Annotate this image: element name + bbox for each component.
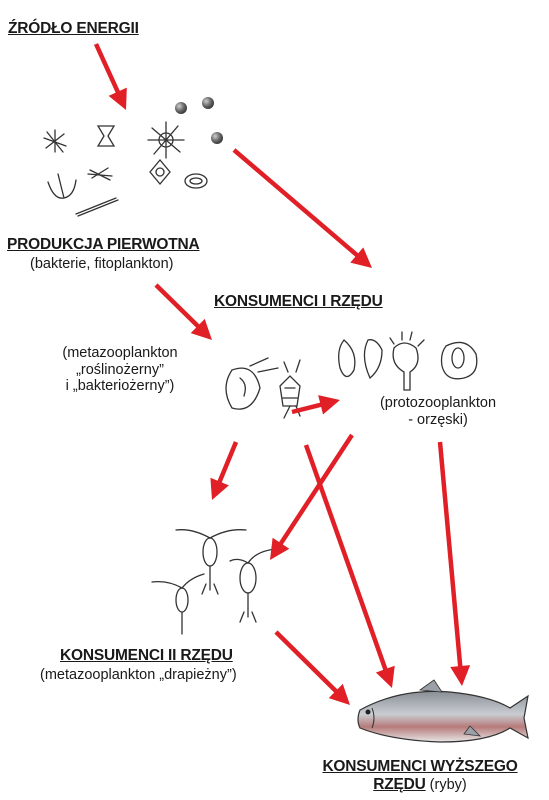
arrow-energy-to-production (96, 44, 127, 110)
arrow-production-to-consumers1 (234, 150, 372, 268)
consumers-2-subtitle: (metazooplankton „drapieżny”) (40, 667, 237, 684)
higher-consumers-suffix: (ryby) (426, 777, 467, 793)
consumers-2-title: KONSUMENCI II RZĘDU (60, 647, 233, 665)
copepods-illustration (152, 530, 276, 634)
protozooplankton-line-1: (protozooplankton (338, 395, 538, 412)
protozooplankton-line-2: - orzęski) (338, 412, 538, 429)
fish-illustration (358, 680, 528, 742)
higher-consumers-label: KONSUMENCI WYŻSZEGO RZĘDU (ryby) (290, 758, 549, 794)
arrow-production-to-metazoo (156, 285, 212, 340)
arrow-metazoo-to-fish (306, 445, 395, 688)
metazooplankton-line-2: „roślinożerny” (20, 362, 220, 379)
consumers-1-title: KONSUMENCI I RZĘDU (214, 293, 383, 311)
primary-production-subtitle: (bakterie, fitoplankton) (30, 256, 173, 273)
metazooplankton-line-1: (metazooplankton (20, 345, 220, 362)
higher-consumers-title-line-2: RZĘDU (373, 776, 425, 793)
arrow-metazoo-to-copepods (210, 442, 236, 500)
protozooplankton-label: (protozooplankton - orzęski) (338, 395, 538, 428)
metazooplankton-illustration (226, 358, 300, 418)
phytoplankton-illustration (44, 97, 223, 216)
ciliates-illustration (339, 332, 477, 390)
energy-source-title: ŹRÓDŁO ENERGII (8, 20, 139, 38)
metazooplankton-line-3: i „bakteriożerny”) (20, 378, 220, 395)
arrow-protozoo-to-fish (440, 442, 470, 686)
arrow-copepods-to-fish (276, 632, 350, 705)
metazooplankton-herbivorous-label: (metazooplankton „roślinożerny” i „bakte… (20, 345, 220, 395)
higher-consumers-title-line-1: KONSUMENCI WYŻSZEGO (290, 758, 549, 776)
primary-production-title: PRODUKCJA PIERWOTNA (7, 236, 200, 254)
arrow-metazoo-to-protozoo (292, 395, 340, 414)
